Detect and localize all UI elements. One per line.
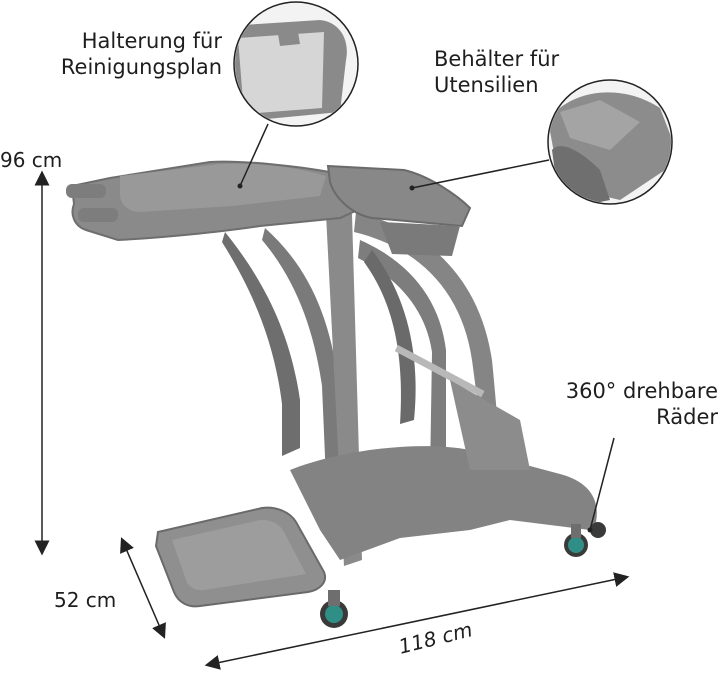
container-label-line1: Behälter für: [434, 47, 560, 71]
height-dimension: 96 cm: [0, 148, 63, 172]
holder-label-line2: Reinigungsplan: [60, 55, 222, 79]
wheel-rear-right: [564, 524, 588, 557]
depth-dimension: 52 cm: [54, 588, 117, 612]
holder-label: Halterung für Reinigungsplan: [40, 28, 222, 80]
holder-label-line1: Halterung für: [81, 29, 222, 53]
depth-dimension-line: [120, 537, 166, 639]
wheel-hidden: [590, 522, 606, 538]
container-label-line2: Utensilien: [434, 73, 539, 97]
wheel-front-left: [320, 590, 348, 628]
wheels-label-line1: 360° drehbare: [565, 379, 718, 403]
wheels-label-line2: Räder: [656, 405, 718, 429]
container-label: Behälter für Utensilien: [434, 46, 634, 98]
width-dimension-line: [204, 572, 630, 670]
cart-body: [66, 160, 597, 608]
zoom-circle-holder: [233, 1, 359, 127]
wheels-label: 360° drehbare Räder: [548, 378, 718, 430]
zoom-circle-container: [547, 79, 673, 205]
